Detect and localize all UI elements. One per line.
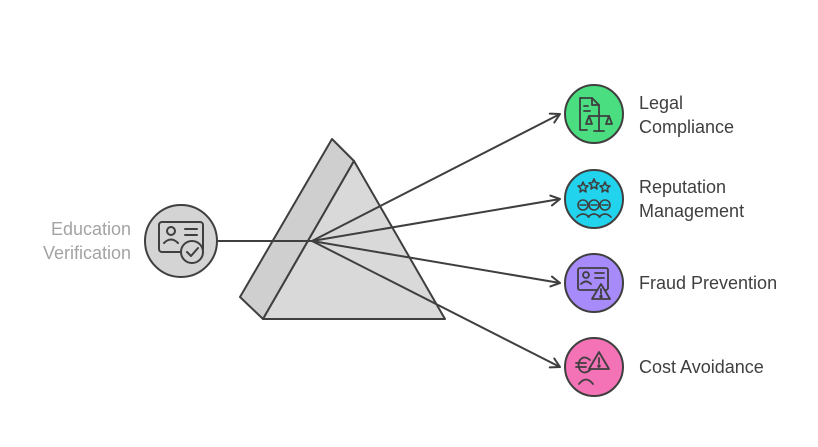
reputation-management-circle <box>564 169 624 229</box>
output-node-fraud-prevention <box>564 253 624 313</box>
ray-legal-compliance <box>311 112 561 242</box>
legal-compliance-label: Legal Compliance <box>639 93 735 137</box>
euro-person-warning-icon <box>575 351 610 385</box>
ray-cost-avoidance <box>311 240 561 369</box>
id-card-warning-icon <box>577 267 611 300</box>
cost-avoidance-circle <box>564 337 624 397</box>
output-rays <box>311 112 561 369</box>
ray-reputation-management <box>311 194 561 242</box>
source-circle <box>144 204 218 278</box>
source-label: Education Verification <box>42 219 131 263</box>
legal-compliance-circle <box>564 84 624 144</box>
output-node-legal-compliance <box>564 84 624 144</box>
fraud-prevention-circle <box>564 253 624 313</box>
reputation-management-label: Reputation Management <box>639 177 745 221</box>
fraud-prevention-label: Fraud Prevention <box>639 273 778 293</box>
source-node <box>144 204 218 278</box>
document-scales-icon <box>579 97 613 132</box>
id-card-check-icon <box>158 221 204 264</box>
stars-people-icon <box>576 178 612 218</box>
cost-avoidance-label: Cost Avoidance <box>639 357 764 377</box>
output-node-reputation-management <box>564 169 624 229</box>
ray-fraud-prevention <box>311 240 561 288</box>
output-node-cost-avoidance <box>564 337 624 397</box>
